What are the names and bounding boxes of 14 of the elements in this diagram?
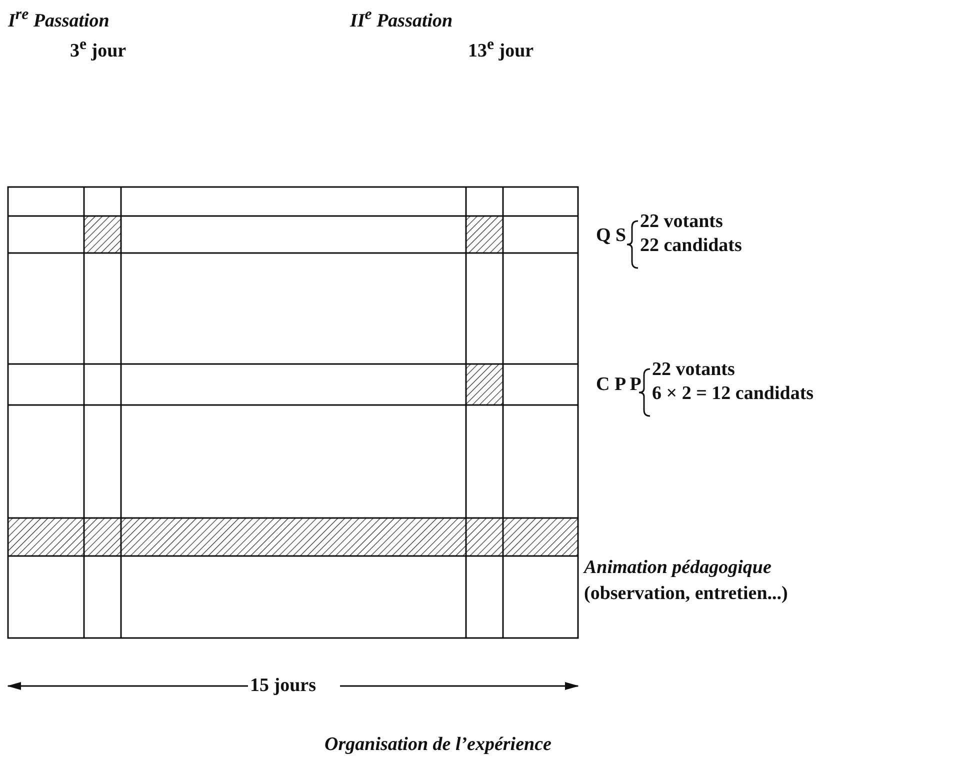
count-label: 6 × 2 = 12 candidats (652, 383, 814, 405)
note-text: (observation, entretien...) (584, 583, 788, 605)
count-label: 22 votants (652, 359, 735, 381)
row-label: C P P (596, 374, 642, 396)
caption: Organisation de l’expérience (324, 734, 552, 755)
dimension-label: 15 jours (250, 675, 316, 697)
column-heading: II$^{e}$ Passation (350, 5, 453, 32)
day-label: 3$^{e}$ jour (70, 35, 126, 62)
column-heading: I$^{re}$ Passation (8, 5, 110, 32)
row-label: Animation pédagogique (584, 557, 772, 579)
count-label: 22 candidats (640, 235, 742, 257)
count-label: 22 votants (640, 211, 723, 233)
day-label: 13$^{e}$ jour (468, 35, 534, 62)
row-label: Q S (596, 225, 626, 247)
